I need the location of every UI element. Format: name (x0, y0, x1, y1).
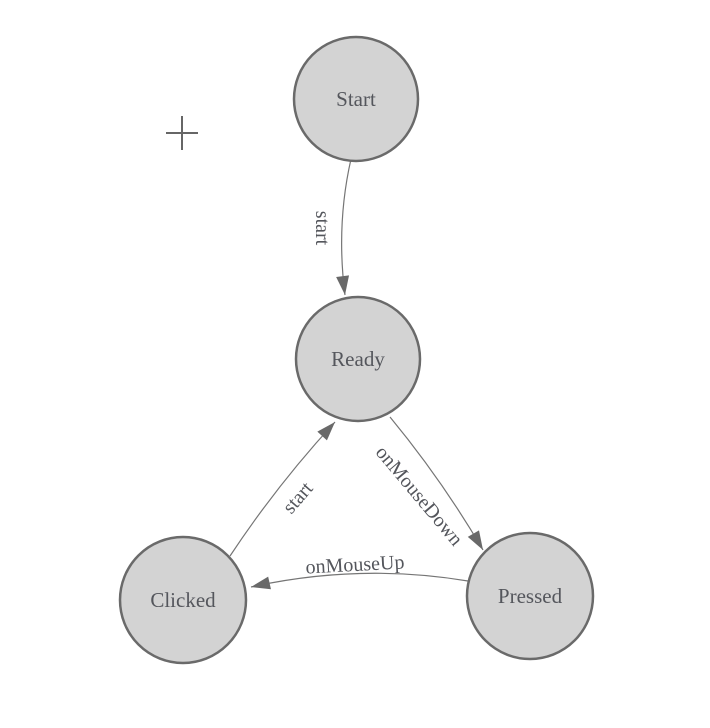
node-circle-start[interactable] (292, 35, 420, 163)
arrowhead-icon (467, 530, 483, 550)
node-label-start: Start (336, 87, 376, 111)
state-node-clicked[interactable]: Clicked (118, 535, 248, 665)
node-circle-pressed[interactable] (465, 531, 595, 661)
state-node-pressed[interactable]: Pressed (465, 531, 595, 661)
state-node-start[interactable]: Start (292, 35, 420, 163)
edge-ready-to-pressed[interactable]: onMouseDown (371, 416, 484, 551)
arrowhead-icon (336, 275, 350, 295)
edge-start-to-ready[interactable]: start (311, 158, 352, 296)
edge-line-clicked-to-ready[interactable] (229, 421, 336, 557)
edge-clicked-to-ready[interactable]: start (229, 421, 336, 557)
arrowhead-icon (251, 576, 271, 590)
edge-label-start-to-ready: start (311, 211, 333, 246)
state-node-ready[interactable]: Ready (294, 295, 422, 423)
node-circle-clicked[interactable] (118, 535, 248, 665)
edge-line-pressed-to-clicked[interactable] (250, 572, 469, 588)
node-label-pressed: Pressed (498, 584, 563, 608)
node-label-ready: Ready (331, 347, 385, 371)
edge-label-pressed-to-clicked: onMouseUp (305, 551, 405, 578)
edge-label-ready-to-pressed: onMouseDown (371, 442, 467, 551)
node-circle-ready[interactable] (294, 295, 422, 423)
arrowhead-icon (317, 422, 335, 441)
edge-line-start-to-ready[interactable] (341, 158, 352, 296)
edge-label-clicked-to-ready: start (278, 477, 317, 518)
node-label-clicked: Clicked (150, 588, 216, 612)
edge-pressed-to-clicked[interactable]: onMouseUp (250, 551, 469, 590)
crosshair-plus-icon (166, 116, 198, 150)
